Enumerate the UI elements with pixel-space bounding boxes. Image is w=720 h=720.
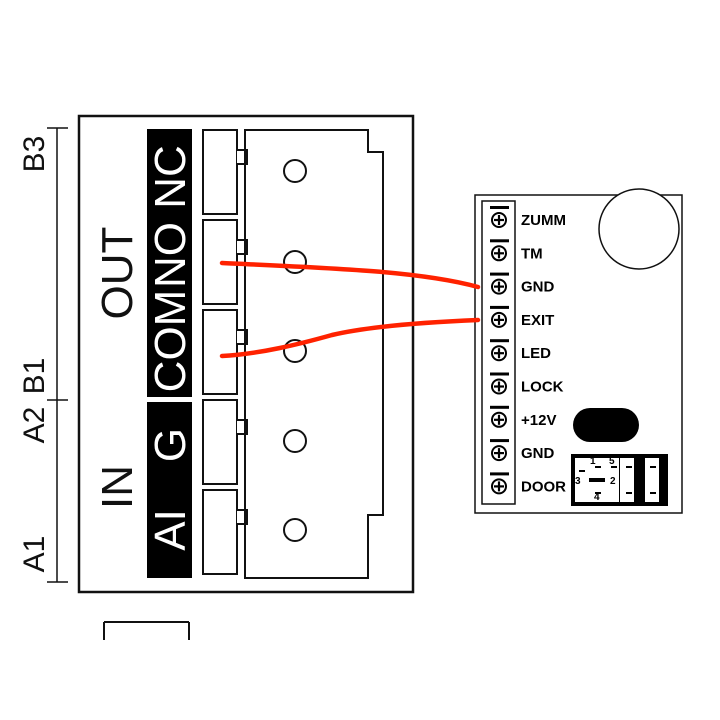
jumper-pin-3: 3 — [575, 476, 581, 487]
terminal-label: LOCK — [521, 379, 564, 396]
terminal-divider — [490, 439, 509, 443]
terminal-lock-5: LOCK — [490, 372, 564, 396]
screw-hole — [283, 518, 307, 542]
jumper-pin-5: 5 — [609, 456, 615, 467]
terminal-cell — [202, 129, 238, 215]
terminal-gnd-7: GND — [490, 439, 555, 462]
pin-label-g: G — [146, 428, 195, 462]
terminal-gnd-2: GND — [490, 272, 555, 296]
terminal-cell — [202, 309, 238, 395]
screw-hole — [283, 429, 307, 453]
screw-hole — [283, 159, 307, 183]
screw-hole — [283, 250, 307, 274]
dim-label-b1: B1 — [18, 358, 51, 395]
dim-label-a1: A1 — [18, 536, 51, 573]
dim-label-b3: B3 — [18, 136, 51, 173]
dimension-bracket — [47, 127, 68, 583]
terminal-label: LED — [521, 345, 551, 362]
terminal-12v-6: +12V — [490, 405, 556, 429]
terminal-divider — [490, 272, 509, 276]
wire-com-to-exit — [219, 317, 481, 359]
lower-part-side — [103, 622, 190, 640]
terminal-label: ZUMM — [521, 212, 566, 229]
terminal-zumm-0: ZUMM — [490, 206, 566, 229]
terminal-exit-3: EXIT — [490, 305, 554, 329]
pin-label-com: COM — [146, 290, 195, 393]
oval-pad-icon — [573, 408, 639, 442]
terminal-divider — [490, 305, 509, 309]
pin-label-strip: NC NO COM G AI — [146, 129, 195, 578]
terminal-label: GND — [521, 445, 555, 462]
terminal-led-4: LED — [490, 339, 551, 362]
wire-no-to-gnd — [219, 260, 481, 290]
screw-holes — [283, 159, 307, 542]
terminal-label: EXIT — [521, 312, 554, 329]
pin-label-nc: NC — [146, 145, 195, 209]
pin-label-ai: AI — [146, 509, 195, 551]
terminal-cell — [202, 399, 238, 485]
pin-label-no: NO — [146, 222, 195, 288]
terminal-divider — [490, 472, 509, 476]
module-terminals: ZUMM TM GND EXIT LED LOCK +12V GND DOOR — [490, 206, 566, 495]
terminal-divider — [490, 339, 509, 343]
terminal-tm-1: TM — [490, 239, 543, 262]
terminal-divider — [490, 372, 509, 376]
out-label: OUT — [93, 227, 142, 320]
terminal-label: +12V — [521, 412, 556, 429]
terminal-cell — [202, 489, 238, 575]
terminal-label: GND — [521, 279, 555, 296]
terminal-door-8: DOOR — [490, 472, 566, 495]
jumper-pin-4: 4 — [594, 492, 600, 503]
terminal-divider — [490, 405, 509, 409]
terminal-divider — [490, 206, 509, 209]
jumper-pin-2: 2 — [610, 476, 616, 487]
buzzer-icon — [598, 188, 680, 270]
terminal-label: DOOR — [521, 478, 566, 495]
terminal-divider — [490, 239, 509, 243]
jumper-pin-1: 1 — [590, 456, 596, 467]
connector-body-outline — [244, 129, 384, 579]
jumper-header: 1 5 3 2 4 — [571, 454, 668, 506]
terminal-label: TM — [521, 245, 543, 262]
in-label: IN — [93, 465, 142, 509]
dim-label-a2: A2 — [18, 407, 51, 444]
